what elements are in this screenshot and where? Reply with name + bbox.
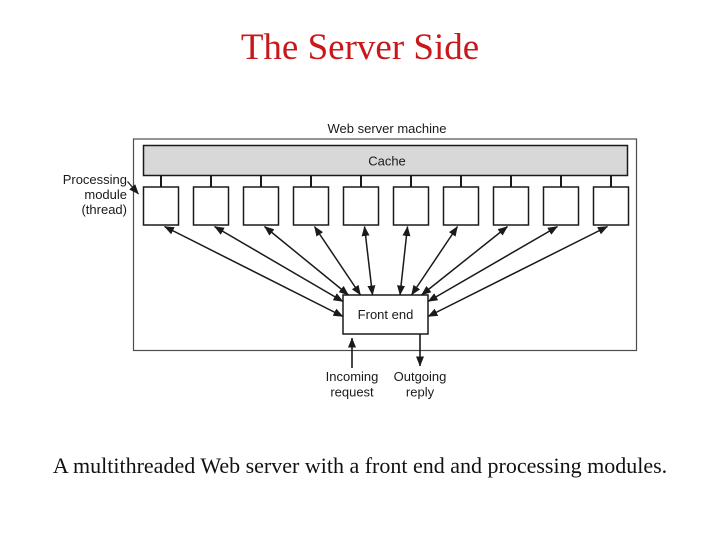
module-frontend-arrow (264, 225, 349, 296)
incoming-request-label-line1: Incoming (326, 369, 379, 384)
processing-module-label-line3: (thread) (81, 202, 127, 217)
processing-module-box (542, 186, 580, 226)
processing-module-box (592, 186, 630, 226)
slide-caption: A multithreaded Web server with a front … (52, 453, 668, 478)
processing-module-box (192, 186, 230, 226)
outgoing-reply-label-line2: reply (406, 385, 435, 400)
outgoing-reply-label-line1: Outgoing (394, 369, 447, 384)
module-frontend-arrow (313, 226, 362, 296)
processing-module-label-line1: Processing (63, 172, 127, 187)
front-end-box (342, 294, 429, 335)
web-server-machine-box (132, 138, 638, 352)
front-end-label: Front end (358, 307, 414, 322)
processing-module-box (342, 186, 380, 226)
module-frontend-arrow (397, 226, 411, 296)
processing-module-box (392, 186, 430, 226)
module-frontend-arrow (164, 225, 344, 318)
processing-module-label-line2: module (84, 187, 127, 202)
slide-title: The Server Side (240, 27, 480, 68)
processing-module-box (442, 186, 480, 226)
processing-modules-group (142, 175, 630, 226)
processing-module-box (142, 186, 180, 226)
module-frontend-arrow (427, 225, 608, 318)
processing-module-box (242, 186, 280, 226)
processing-module-box (292, 186, 330, 226)
processing-module-pointer-arrow (127, 181, 139, 195)
module-frontend-arrow (361, 226, 376, 296)
cache-label: Cache (368, 154, 406, 169)
web-server-machine-label: Web server machine (328, 121, 447, 136)
processing-module-box (492, 186, 530, 226)
cache-box (142, 144, 629, 177)
incoming-request-label-line2: request (330, 385, 374, 400)
module-arrows-group (164, 225, 608, 318)
